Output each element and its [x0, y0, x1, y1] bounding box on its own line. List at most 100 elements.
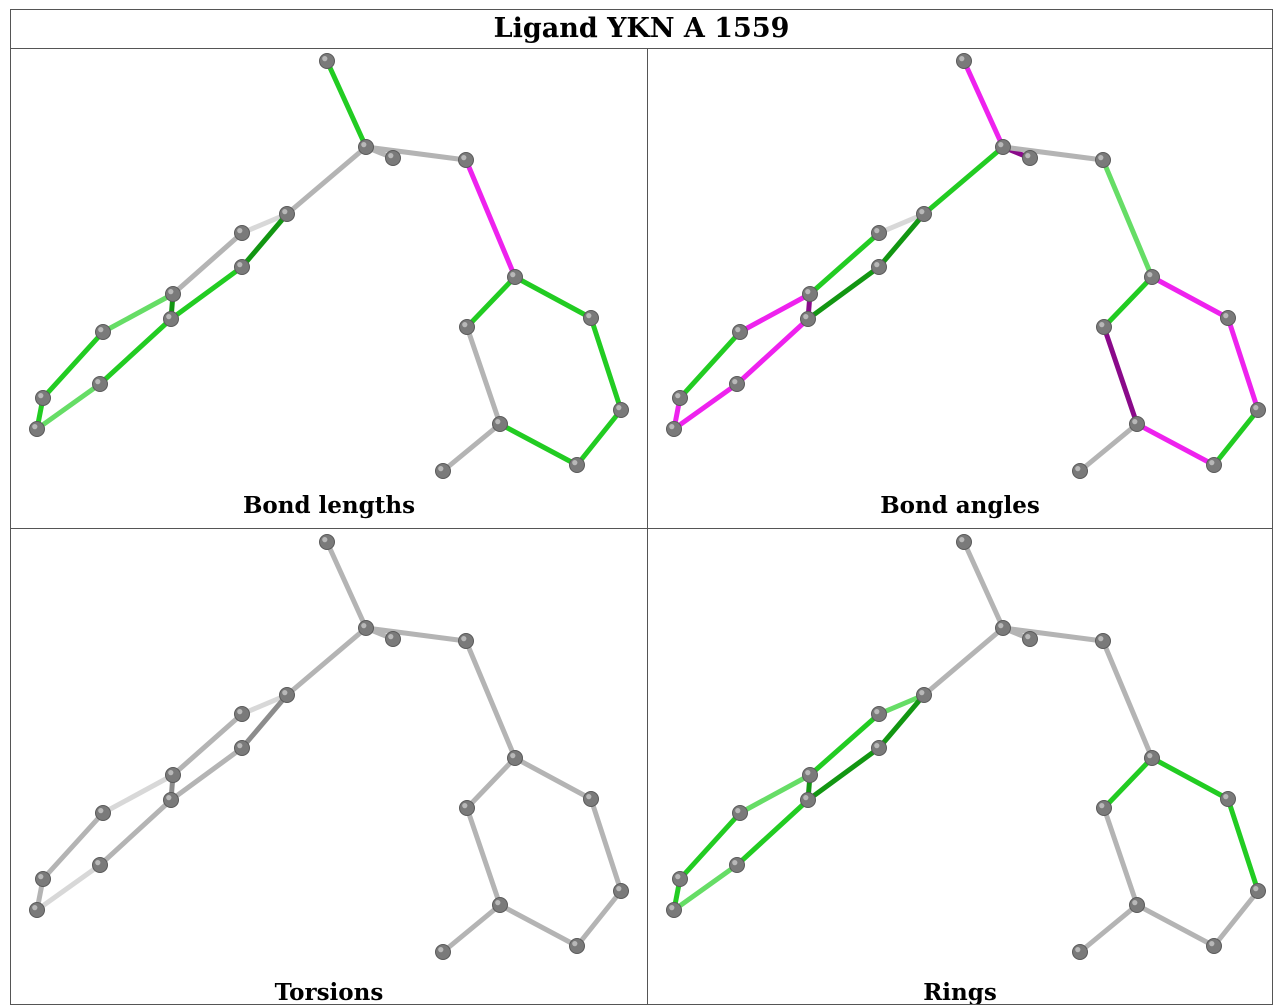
- atom-6: [507, 269, 523, 285]
- bond-8: [805, 264, 882, 322]
- atom-12: [95, 324, 111, 340]
- atom-highlight-17: [616, 886, 622, 892]
- bond-3: [1100, 157, 1155, 280]
- atom-highlight-13: [38, 874, 44, 880]
- atom-highlight-10: [462, 803, 468, 809]
- atom-highlight-3: [461, 636, 467, 642]
- atom-highlight-11: [1223, 313, 1229, 319]
- atom-6: [507, 750, 523, 766]
- atom-2: [1022, 150, 1038, 166]
- atom-highlight-19: [438, 466, 444, 472]
- molecule-view-rings: [666, 534, 1266, 960]
- atom-highlight-3: [461, 155, 467, 161]
- atom-8: [802, 286, 818, 302]
- atom-highlight-9: [803, 795, 809, 801]
- atom-highlight-17: [616, 405, 622, 411]
- atom-highlight-6: [510, 272, 516, 278]
- bond-2: [363, 625, 469, 644]
- atom-15: [666, 902, 682, 918]
- bond-16: [1149, 274, 1231, 321]
- atom-highlight-14: [95, 860, 101, 866]
- bond-14: [34, 381, 103, 432]
- atom-1: [995, 620, 1011, 636]
- bond-12: [97, 316, 174, 387]
- bond-5: [239, 692, 290, 717]
- bond-21: [440, 421, 503, 474]
- atom-13: [672, 871, 688, 887]
- atom-12: [732, 805, 748, 821]
- panel-bond-angles: Bond angles: [648, 48, 1272, 529]
- bond-19: [497, 421, 580, 468]
- atom-highlight-18: [1209, 941, 1215, 947]
- bond-15: [1101, 274, 1155, 330]
- atom-highlight-16: [495, 419, 501, 425]
- bond-19: [497, 902, 580, 949]
- bond-14: [671, 862, 740, 913]
- bond-8: [805, 745, 882, 803]
- atom-highlight-2: [1025, 634, 1031, 640]
- bond-0: [961, 58, 1006, 150]
- atom-17: [1250, 402, 1266, 418]
- atom-highlight-5: [874, 228, 880, 234]
- atom-7: [871, 740, 887, 756]
- atom-12: [95, 805, 111, 821]
- atom-3: [458, 152, 474, 168]
- atom-2: [385, 150, 401, 166]
- bond-0: [324, 539, 369, 631]
- bond-6: [239, 692, 290, 751]
- atom-highlight-7: [237, 743, 243, 749]
- atom-highlight-16: [1132, 419, 1138, 425]
- atom-highlight-19: [1075, 466, 1081, 472]
- atom-10: [459, 800, 475, 816]
- atom-highlight-8: [168, 770, 174, 776]
- bond-group: [34, 58, 624, 474]
- atom-highlight-14: [732, 379, 738, 385]
- bond-9: [737, 772, 813, 816]
- atom-6: [1144, 750, 1160, 766]
- bond-group: [34, 539, 624, 955]
- atom-5: [871, 706, 887, 722]
- bond-6: [239, 211, 290, 270]
- atom-highlight-13: [675, 393, 681, 399]
- atom-highlight-13: [675, 874, 681, 880]
- atom-9: [163, 792, 179, 808]
- bond-21: [1077, 902, 1140, 955]
- atom-13: [35, 871, 51, 887]
- bond-16: [512, 755, 594, 802]
- panel-caption: Rings: [923, 979, 997, 1004]
- atom-highlight-6: [1147, 753, 1153, 759]
- atom-highlight-17: [1253, 886, 1259, 892]
- atom-16: [1129, 416, 1145, 432]
- bond-5: [876, 211, 927, 236]
- atom-group: [666, 534, 1266, 960]
- bond-17: [1225, 796, 1261, 894]
- bond-8: [168, 745, 245, 803]
- atom-15: [666, 421, 682, 437]
- bond-16: [512, 274, 594, 321]
- atom-9: [800, 792, 816, 808]
- bond-11: [677, 329, 743, 401]
- bond-21: [1077, 421, 1140, 474]
- panel-rings: Rings: [648, 529, 1272, 1004]
- bond-20: [464, 805, 503, 908]
- atom-highlight-16: [1132, 900, 1138, 906]
- bond-12: [97, 797, 174, 868]
- bond-group: [671, 539, 1261, 955]
- bond-18: [1211, 407, 1261, 468]
- bond-20: [1101, 805, 1140, 908]
- atom-highlight-15: [32, 424, 38, 430]
- bond-19: [1134, 421, 1217, 468]
- atom-highlight-3: [1098, 636, 1104, 642]
- atom-highlight-19: [1075, 947, 1081, 953]
- atom-highlight-18: [572, 941, 578, 947]
- bond-15: [1101, 755, 1155, 811]
- bond-5: [876, 692, 927, 717]
- panel-caption: Torsions: [274, 979, 384, 1004]
- atom-highlight-8: [805, 770, 811, 776]
- atom-group: [29, 53, 629, 479]
- atom-18: [569, 938, 585, 954]
- atom-15: [29, 421, 45, 437]
- atom-highlight-4: [282, 690, 288, 696]
- atom-highlight-9: [166, 795, 172, 801]
- atom-1: [358, 620, 374, 636]
